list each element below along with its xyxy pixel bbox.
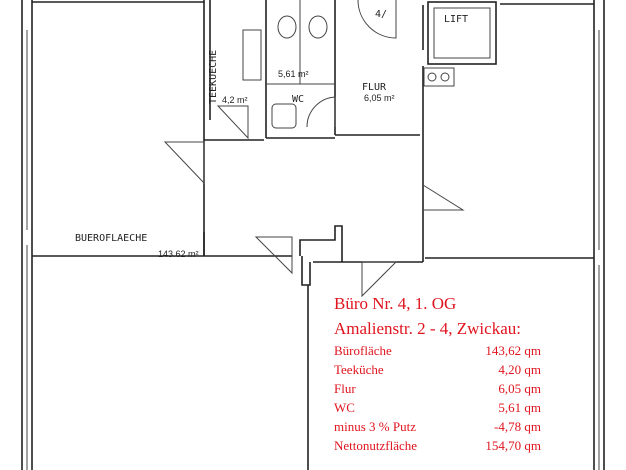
- summary-row-label: WC: [334, 400, 355, 415]
- washbasin-icon: [271, 103, 297, 129]
- fixtures: [242, 1, 497, 129]
- summary-row-value: 154,70 qm: [485, 438, 541, 453]
- room-area-wc: 5,61 m²: [278, 69, 309, 79]
- room-label-lift: LIFT: [444, 14, 468, 25]
- room-label-bueroflaeche: BUEROFLAECHE: [75, 233, 147, 244]
- toilet-icon: [277, 15, 297, 39]
- summary-row-label: Teeküche: [334, 362, 384, 377]
- summary-row-label: Flur: [334, 381, 356, 396]
- room-label-teekueche: TEEKUECHE: [208, 50, 219, 104]
- summary-row-value: -4,78 qm: [494, 419, 541, 434]
- room-label-flur: FLUR: [362, 82, 387, 93]
- room-area-bueroflaeche: 143.62 m²: [158, 249, 199, 259]
- lift-shaft: [427, 1, 497, 65]
- summary-row-value: 5,61 qm: [498, 400, 541, 415]
- room-area-flur: 6,05 m²: [364, 93, 395, 103]
- summary-row-value: 143,62 qm: [485, 343, 541, 358]
- area-summary: Büro Nr. 4, 1. OG Amalienstr. 2 - 4, Zwi…: [334, 294, 541, 453]
- room-area-teekueche: 4,2 m²: [222, 95, 248, 105]
- summary-address: Amalienstr. 2 - 4, Zwickau:: [334, 319, 521, 338]
- summary-row-label: Nettonutzfläche: [334, 438, 417, 453]
- doors: [163, 0, 465, 298]
- toilet-icon: [308, 15, 328, 39]
- room-label-wc: WC: [292, 94, 304, 105]
- summary-row-label: minus 3 % Putz: [334, 419, 416, 434]
- sink-icon: [242, 29, 262, 81]
- summary-row-label: Bürofläche: [334, 343, 392, 358]
- summary-row-value: 4,20 qm: [498, 362, 541, 377]
- summary-title: Büro Nr. 4, 1. OG: [334, 294, 456, 313]
- outer-walls: [21, 0, 605, 470]
- summary-row-value: 6,05 qm: [498, 381, 541, 396]
- stair-mark: 4/: [375, 9, 387, 20]
